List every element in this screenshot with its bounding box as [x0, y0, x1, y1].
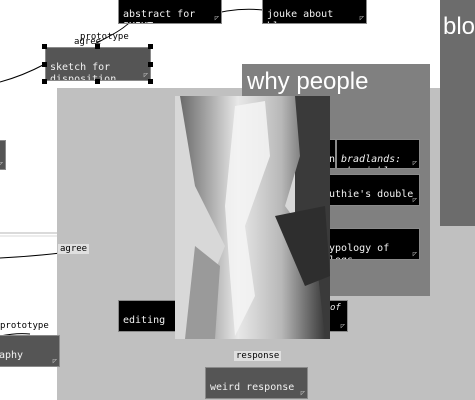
panel-title-wh: wh — [443, 0, 474, 6]
resize-corner-icon[interactable]: ◸ — [0, 161, 3, 168]
node-abstract-label: abstract for SKIKT — [123, 9, 196, 23]
node-aphy-label: aphy — [0, 350, 24, 361]
selection-handle[interactable] — [95, 44, 100, 49]
node-abstract[interactable]: abstract for SKIKT ◸ — [118, 0, 222, 24]
node-editing-label: editing — [123, 315, 166, 326]
node-of-label: of — [330, 303, 341, 313]
selection-handle[interactable] — [42, 44, 47, 49]
resize-corner-icon[interactable]: ◸ — [52, 357, 57, 365]
resize-corner-icon[interactable]: ◸ — [412, 196, 417, 204]
node-sketch-label: sketch for disposition with — [50, 62, 117, 81]
node-bradlands-label: bradlands: why i blog — [341, 154, 402, 168]
node-ruthie-label: ruthie's double — [323, 189, 414, 200]
node-sketch[interactable]: sketch for disposition with ◸ — [45, 47, 151, 81]
link-label-prototype-bottom: prototype — [0, 321, 49, 331]
node-joke-label: jouke about blogs — [267, 9, 334, 23]
image-figure — [175, 96, 330, 339]
node-typology[interactable]: typology of blogs (ockham's razor) ◸ — [318, 228, 420, 260]
resize-corner-icon[interactable]: ◸ — [412, 250, 417, 258]
node-left-stub[interactable]: ◸ — [0, 140, 6, 170]
node-ruthie[interactable]: ruthie's double ◸ — [318, 174, 420, 206]
panel-title-blo: blo — [443, 13, 475, 40]
link-sketch-left — [0, 63, 46, 83]
resize-corner-icon[interactable]: ◸ — [412, 159, 417, 167]
node-weird[interactable]: weird response ◸ — [205, 367, 308, 399]
node-bradlands[interactable]: bradlands: why i blog ◸ — [336, 139, 420, 169]
selection-handle[interactable] — [148, 79, 153, 84]
link-label-agree-top: agree — [74, 37, 102, 47]
embedded-image[interactable] — [175, 96, 330, 339]
selection-handle[interactable] — [148, 62, 153, 67]
resize-corner-icon[interactable]: ◸ — [340, 322, 345, 330]
panel-title-why-people: why people — [247, 68, 369, 95]
node-weird-label: weird response — [210, 382, 295, 393]
selection-handle[interactable] — [42, 79, 47, 84]
selection-handle[interactable] — [148, 44, 153, 49]
selection-handle[interactable] — [95, 79, 100, 84]
node-typology-label: typology of blogs (ockham's razor) — [323, 243, 390, 259]
link-label-agree-mid: agree — [58, 244, 90, 254]
selection-handle[interactable] — [42, 62, 47, 67]
node-joke[interactable]: jouke about blogs ◸ — [262, 0, 367, 24]
resize-corner-icon[interactable]: ◸ — [214, 14, 219, 22]
panel-blo[interactable]: blo wh — [440, 0, 475, 226]
resize-corner-icon[interactable]: ◸ — [300, 389, 305, 397]
link-label-response: response — [234, 351, 282, 361]
link-abstract-sketch — [94, 21, 131, 45]
resize-corner-icon[interactable]: ◸ — [359, 14, 364, 22]
resize-corner-icon[interactable]: ◸ — [143, 71, 148, 79]
link-label-prototype-top: prototype — [80, 32, 129, 42]
node-aphy[interactable]: aphy ◸ — [0, 335, 60, 367]
